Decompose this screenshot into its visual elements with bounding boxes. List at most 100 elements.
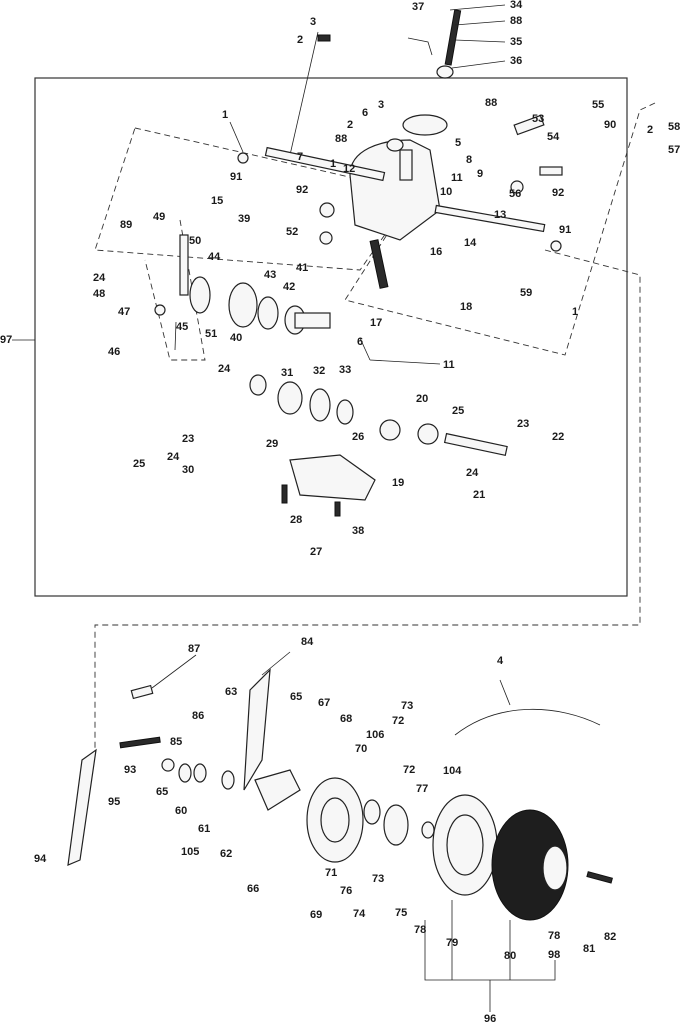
- callout-37: 37: [412, 1, 424, 13]
- leader-84: [261, 651, 291, 676]
- callout-84: 84: [301, 636, 314, 648]
- part-43-gear: [228, 282, 258, 328]
- part-37-rod: [407, 37, 433, 56]
- callout-26: 26: [352, 431, 364, 443]
- callout-89: 89: [120, 219, 132, 231]
- callout-55: 55: [592, 99, 604, 111]
- bottom-group-bracket: [424, 920, 556, 981]
- callout-7: 7: [297, 151, 303, 163]
- callout-91: 91: [230, 171, 242, 183]
- part-71-hub: [320, 797, 350, 843]
- callout-73: 73: [372, 873, 384, 885]
- callout-96: 96: [484, 1013, 496, 1024]
- callout-57: 57: [668, 144, 680, 156]
- part-22-shaft: [443, 432, 508, 457]
- part-56-ring: [510, 180, 524, 194]
- callout-1: 1: [222, 109, 228, 121]
- callout-91: 91: [559, 224, 571, 236]
- callout-71: 71: [325, 867, 337, 879]
- callout-9: 9: [477, 168, 483, 180]
- part-66-bracket: [254, 769, 301, 811]
- leader-11: [369, 359, 441, 365]
- callout-31: 31: [281, 367, 293, 379]
- part-73-gear: [363, 799, 381, 825]
- dashed-link-to-wheel: [94, 249, 641, 760]
- part-42-gear: [257, 296, 279, 330]
- callout-65: 65: [156, 786, 168, 798]
- part-4-leader: [499, 679, 511, 706]
- callout-6: 6: [362, 107, 368, 119]
- callout-75: 75: [395, 907, 407, 919]
- part-34-bolt: [444, 9, 462, 66]
- callout-2: 2: [297, 34, 303, 46]
- callout-90: 90: [604, 119, 616, 131]
- callout-59: 59: [520, 287, 532, 299]
- callout-38: 38: [352, 525, 364, 537]
- callout-29: 29: [266, 438, 278, 450]
- callout-40: 40: [230, 332, 242, 344]
- callout-11: 11: [451, 172, 463, 184]
- callout-88: 88: [510, 15, 522, 27]
- callout-73: 73: [401, 700, 413, 712]
- callout-95: 95: [108, 796, 120, 808]
- part-90-pin: [539, 166, 563, 176]
- callout-23: 23: [517, 418, 529, 430]
- callout-47: 47: [118, 306, 130, 318]
- callout-52: 52: [286, 226, 298, 238]
- callout-24: 24: [466, 467, 479, 479]
- callout-15: 15: [211, 195, 223, 207]
- callout-24: 24: [167, 451, 180, 463]
- part-16-spring: [369, 239, 389, 289]
- callout-72: 72: [403, 764, 415, 776]
- part-93-arm: [67, 748, 97, 866]
- leader-6-11: [359, 337, 371, 361]
- part-60-washer: [178, 763, 192, 783]
- callout-3: 3: [310, 16, 316, 28]
- callout-92: 92: [552, 187, 564, 199]
- callout-78: 78: [548, 930, 560, 942]
- callout-3: 3: [378, 99, 384, 111]
- part-44-gear: [189, 276, 211, 314]
- callout-39: 39: [238, 213, 250, 225]
- callout-16: 16: [430, 246, 442, 258]
- callout-106: 106: [366, 729, 384, 741]
- part-88-cap: [402, 114, 448, 136]
- callout-72: 72: [392, 715, 404, 727]
- leader-46: [174, 321, 177, 351]
- part-13-shaft: [434, 204, 546, 233]
- callout-19: 19: [392, 477, 404, 489]
- part-1-end-left: [237, 152, 249, 164]
- callout-34: 34: [510, 0, 523, 11]
- callout-20: 20: [416, 393, 428, 405]
- callout-44: 44: [208, 251, 221, 263]
- part-88-bearing: [386, 138, 404, 152]
- callout-97: 97: [0, 334, 12, 346]
- part-62-washer: [221, 770, 235, 790]
- callout-67: 67: [318, 697, 330, 709]
- callout-98: 98: [548, 949, 560, 961]
- part-47-nut: [154, 304, 166, 316]
- callout-66: 66: [247, 883, 259, 895]
- leader-1: [229, 121, 244, 153]
- dashed-subassembly-upper: [94, 127, 416, 271]
- part-61-washer: [193, 763, 207, 783]
- callout-105: 105: [181, 846, 199, 858]
- callout-65: 65: [290, 691, 302, 703]
- callout-74: 74: [353, 908, 366, 920]
- callout-51: 51: [205, 328, 217, 340]
- callout-1: 1: [330, 158, 336, 170]
- callout-23: 23: [182, 433, 194, 445]
- leader-34: [449, 4, 506, 11]
- callout-25: 25: [452, 405, 464, 417]
- callout-33: 33: [339, 364, 351, 376]
- part-84-arm: [243, 668, 271, 791]
- part-75-gear: [383, 804, 409, 846]
- assembly-frame: [34, 77, 628, 597]
- callout-1: 1: [572, 306, 578, 318]
- callout-14: 14: [464, 237, 477, 249]
- callout-49: 49: [153, 211, 165, 223]
- callout-13: 13: [494, 209, 506, 221]
- callout-70: 70: [355, 743, 367, 755]
- callout-42: 42: [283, 281, 295, 293]
- part-32-gear: [309, 388, 331, 422]
